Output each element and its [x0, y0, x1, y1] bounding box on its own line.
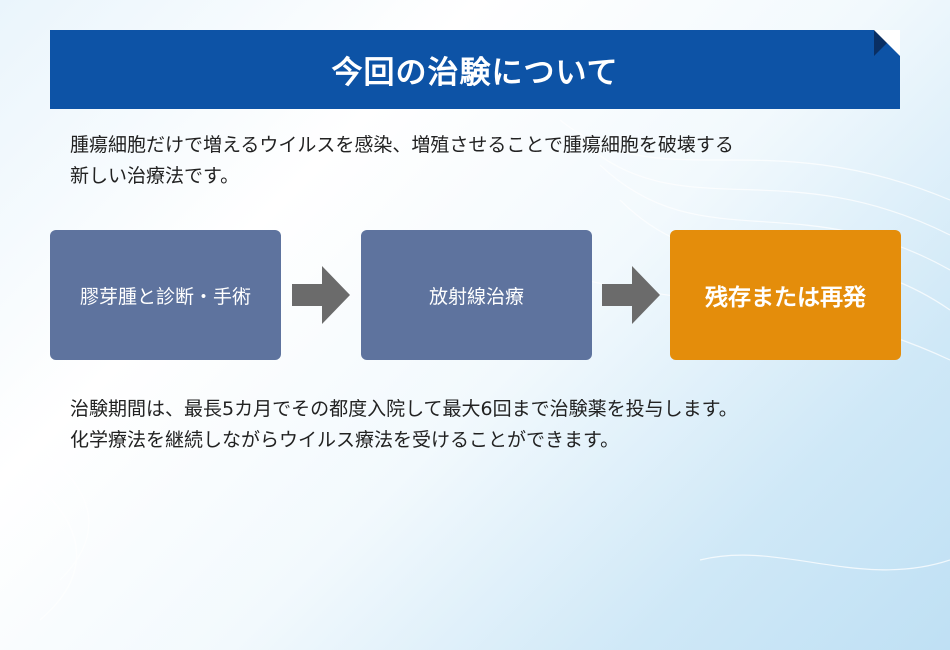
flow-step-diagnosis-surgery: 膠芽腫と診断・手術	[50, 230, 281, 360]
intro-line-1: 腫瘍細胞だけで増えるウイルスを感染、増殖させることで腫瘍細胞を破壊する	[70, 134, 734, 156]
right-arrow-icon	[292, 266, 350, 324]
banner-corner-fold	[874, 30, 900, 56]
right-arrow-icon	[602, 266, 660, 324]
detail-line-1: 治験期間は、最長5カ月でその都度入院して最大6回まで治験薬を投与します。	[70, 398, 738, 420]
detail-text: 治験期間は、最長5カ月でその都度入院して最大6回まで治験薬を投与します。 化学療…	[70, 394, 890, 456]
flow-step-label: 放射線治療	[428, 285, 524, 308]
flow-step-radiation-therapy: 放射線治療	[361, 230, 592, 360]
title-banner: 今回の治験について	[50, 30, 900, 109]
intro-line-2: 新しい治療法です。	[70, 165, 240, 187]
intro-text: 腫瘍細胞だけで増えるウイルスを感染、増殖させることで腫瘍細胞を破壊する 新しい治…	[70, 130, 890, 192]
flow-step-residual-recurrence: 残存または再発	[670, 230, 901, 360]
flow-step-label: 残存または再発	[705, 285, 866, 311]
detail-line-2: 化学療法を継続しながらウイルス療法を受けることができます。	[70, 429, 620, 451]
flow-step-label: 膠芽腫と診断・手術	[79, 285, 251, 308]
page-title: 今回の治験について	[331, 55, 619, 91]
treatment-flow: 膠芽腫と診断・手術 放射線治療 残存または再発	[50, 230, 901, 360]
